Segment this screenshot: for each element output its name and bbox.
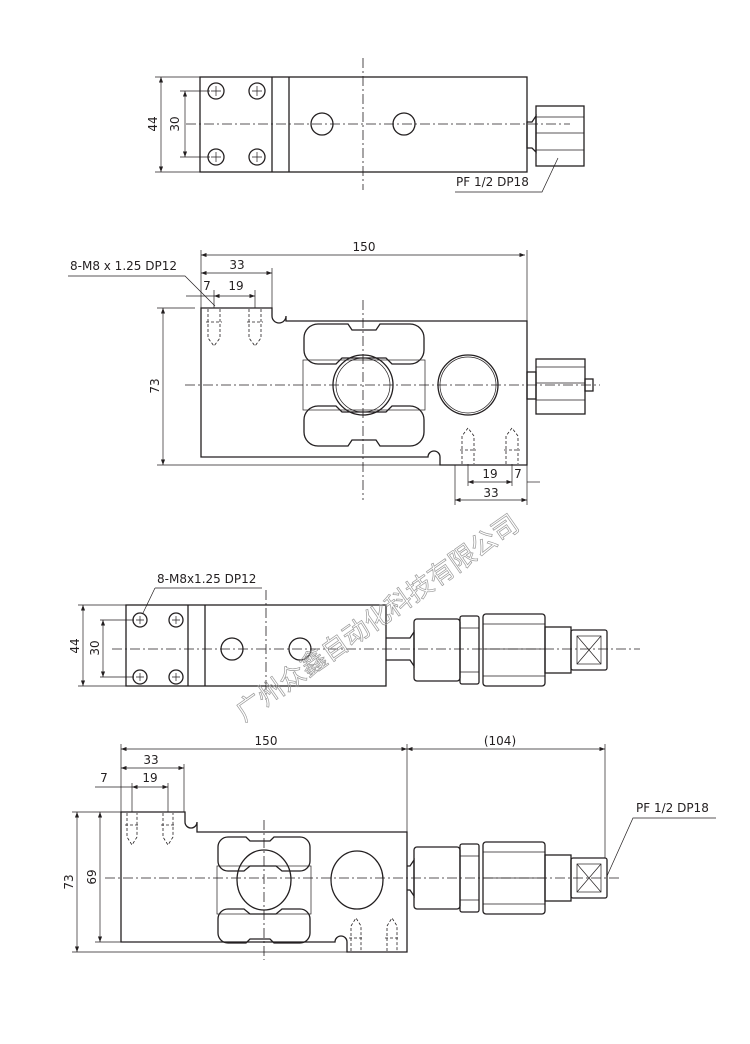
dim-height: 73 [62, 874, 76, 889]
watermark: 广州众鑫自动化科技有限公司 [231, 509, 525, 727]
mounting-holes [132, 612, 184, 685]
dim-7: 7 [100, 771, 108, 785]
connector [526, 105, 585, 167]
dim-7: 7 [203, 279, 211, 293]
dim-19: 19 [228, 279, 243, 293]
thread-label: 8-M8x1.25 DP12 [157, 572, 256, 586]
dim-width: 44 [68, 638, 82, 653]
body-outline [125, 604, 387, 687]
threaded-holes [206, 309, 520, 464]
dim-width: 44 [146, 116, 160, 131]
dim-length: 150 [353, 240, 376, 254]
dim-hole-spacing: 30 [88, 640, 102, 655]
dim-19: 19 [142, 771, 157, 785]
view2-side-view: 150 33 7 19 8-M8 x 1.25 DP12 73 19 7 33 [68, 240, 600, 505]
dim-length: 150 [255, 734, 278, 748]
body-outline [120, 811, 408, 953]
dim-inner-height: 69 [85, 869, 99, 884]
dim-bottom-33: 33 [483, 486, 498, 500]
body-outline [200, 307, 528, 466]
dim-33: 33 [143, 753, 158, 767]
threaded-holes [125, 813, 399, 951]
cable-fitting [386, 613, 608, 687]
cable-fitting [407, 841, 608, 915]
view4-side-view: 150 (104) 33 7 19 73 69 PF 1/2 DP18 [62, 734, 716, 960]
view1-top-view: 44 30 PF 1/2 DP18 [146, 58, 585, 193]
dim-height: 73 [148, 378, 162, 393]
port-label: PF 1/2 DP18 [636, 801, 709, 815]
dim-33: 33 [229, 258, 244, 272]
thread-label: 8-M8 x 1.25 DP12 [70, 259, 177, 273]
dim-bottom-7: 7 [514, 467, 522, 481]
view3-top-view: 8-M8x1.25 DP12 44 30 [68, 572, 640, 700]
connector [526, 358, 594, 415]
dim-bottom-19: 19 [482, 467, 497, 481]
load-hole [330, 850, 384, 910]
dim-hole-spacing: 30 [168, 116, 182, 131]
port-label: PF 1/2 DP18 [456, 175, 529, 189]
dim-connector-length: (104) [484, 734, 516, 748]
